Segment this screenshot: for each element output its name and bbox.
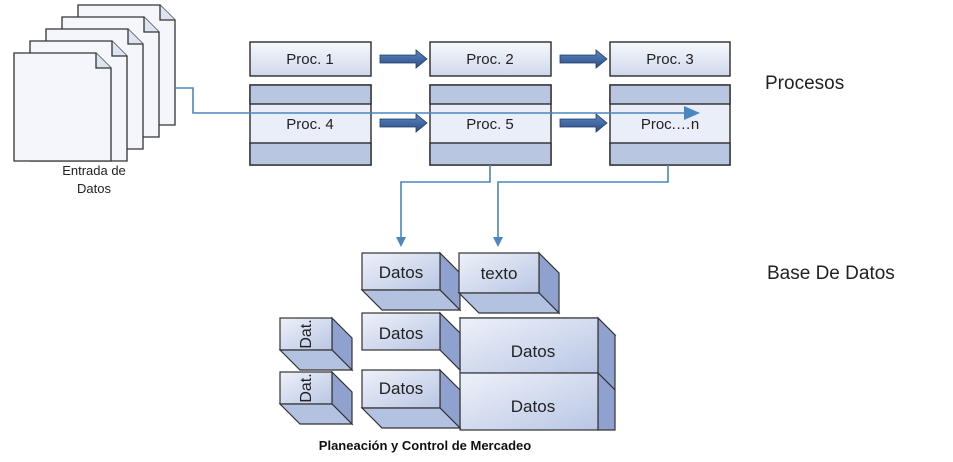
input-label-line1: Entrada de (62, 163, 126, 178)
process-box-2 (429, 41, 552, 77)
cube-label-large-bottom: Datos (511, 397, 555, 416)
cube-large-top (458, 316, 617, 392)
input-label-line2: Datos (77, 181, 111, 196)
input-documents (13, 4, 176, 162)
arrow-5-n (559, 113, 608, 133)
database-connectors (396, 165, 669, 247)
cube-label-small-top: Dat. (298, 319, 315, 348)
process-box-4 (249, 84, 372, 166)
process-box-3 (609, 41, 731, 77)
cube-small-bottom (278, 370, 354, 426)
cube-label-mid-bottom: Datos (379, 379, 423, 398)
process-label-3: Proc. 3 (646, 51, 694, 68)
process-label-1: Proc. 1 (286, 51, 334, 68)
cube-label-mid-top: Datos (379, 324, 423, 343)
arrow-1-2 (379, 49, 428, 69)
cube-small-top (278, 316, 354, 372)
document-page (13, 52, 112, 162)
processes-heading: Procesos (765, 73, 844, 94)
input-connector (175, 87, 700, 120)
process-label-4: Proc. 4 (286, 116, 334, 133)
process-box-5 (429, 84, 552, 166)
process-box-n (609, 84, 731, 166)
process-label-2: Proc. 2 (466, 51, 514, 68)
database-cubes (278, 251, 617, 431)
database-heading: Base De Datos (767, 263, 895, 284)
flow-arrows (379, 49, 608, 133)
arrow-4-5 (379, 113, 428, 133)
cube-large-bottom (459, 371, 616, 431)
process-label-n: Proc.…n (641, 116, 699, 133)
cube-label-large-top: Datos (511, 342, 555, 361)
diagram-caption: Planeación y Control de Mercadeo (319, 438, 531, 453)
cube-mid-top (361, 311, 461, 372)
process-label-5: Proc. 5 (466, 116, 514, 133)
cube-label-top-datos: Datos (379, 263, 423, 282)
process-box-1 (249, 41, 372, 77)
cube-top-texto (457, 251, 561, 315)
cube-label-small-bottom: Dat. (298, 373, 315, 402)
cube-top-datos (360, 251, 462, 312)
cube-mid-bottom (360, 368, 462, 430)
arrow-2-3 (559, 49, 608, 69)
cube-label-top-texto: texto (481, 264, 518, 283)
